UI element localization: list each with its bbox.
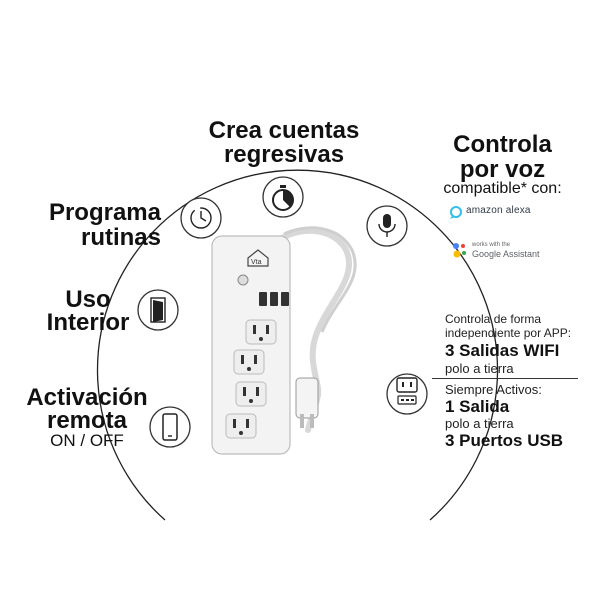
- clock-icon: [180, 197, 222, 239]
- stopwatch-icon: [262, 176, 304, 218]
- always-on-heading: Siempre Activos:: [445, 382, 542, 397]
- usb-port-3: [281, 292, 289, 306]
- voice-title-line1: Controla: [453, 131, 552, 158]
- google-assistant-small: works with the: [472, 242, 511, 248]
- product-logo: Vta: [251, 259, 262, 266]
- outlet-2: [233, 349, 265, 375]
- door-icon: [137, 289, 179, 331]
- indoor-title-line2: Interior: [46, 309, 130, 336]
- usb-ports: 3 Puertos USB: [445, 431, 564, 450]
- outlet-1: [245, 319, 277, 345]
- remote-title-line2: remota: [46, 407, 128, 434]
- plug: [295, 377, 319, 419]
- countdown-title-line2: regresivas: [223, 141, 345, 168]
- wifi-outlets-note: polo a tierra: [445, 361, 514, 376]
- countdown-title-line1: Crea cuentas: [208, 117, 360, 144]
- power-button: [237, 274, 249, 286]
- remote-on-off: ON / OFF: [50, 431, 124, 450]
- feature-arc: [96, 169, 499, 521]
- remote-title-line1: Activación: [26, 384, 148, 411]
- always-on-outlet: 1 Salida: [445, 397, 510, 416]
- routine-title-line1: Programa: [48, 199, 161, 226]
- wifi-outlets: 3 Salidas WIFI: [445, 341, 560, 360]
- usb-port-1: [259, 292, 267, 306]
- app-control-heading-line2: independiente por APP:: [445, 326, 572, 340]
- alexa-label: amazon alexa: [466, 205, 531, 216]
- app-control-heading-line1: Controla de forma: [445, 312, 542, 326]
- google-assistant-logo: [453, 243, 466, 258]
- outlet-icon: [386, 373, 428, 415]
- microphone-icon: [366, 205, 408, 247]
- outlet-4: [225, 413, 257, 439]
- divider: [432, 378, 578, 379]
- always-on-outlet-note: polo a tierra: [445, 416, 514, 431]
- alexa-logo: [450, 206, 462, 219]
- power-strip: [211, 235, 291, 455]
- usb-port-2: [270, 292, 278, 306]
- voice-compatible: compatible* con:: [443, 180, 562, 197]
- google-assistant-label: Google Assistant: [472, 249, 540, 259]
- routine-title-line2: rutinas: [80, 224, 161, 251]
- voice-title-line2: por voz: [459, 156, 546, 183]
- indoor-title-line1: Uso: [65, 286, 111, 313]
- outlet-3: [235, 381, 267, 407]
- smartphone-icon: [149, 406, 191, 448]
